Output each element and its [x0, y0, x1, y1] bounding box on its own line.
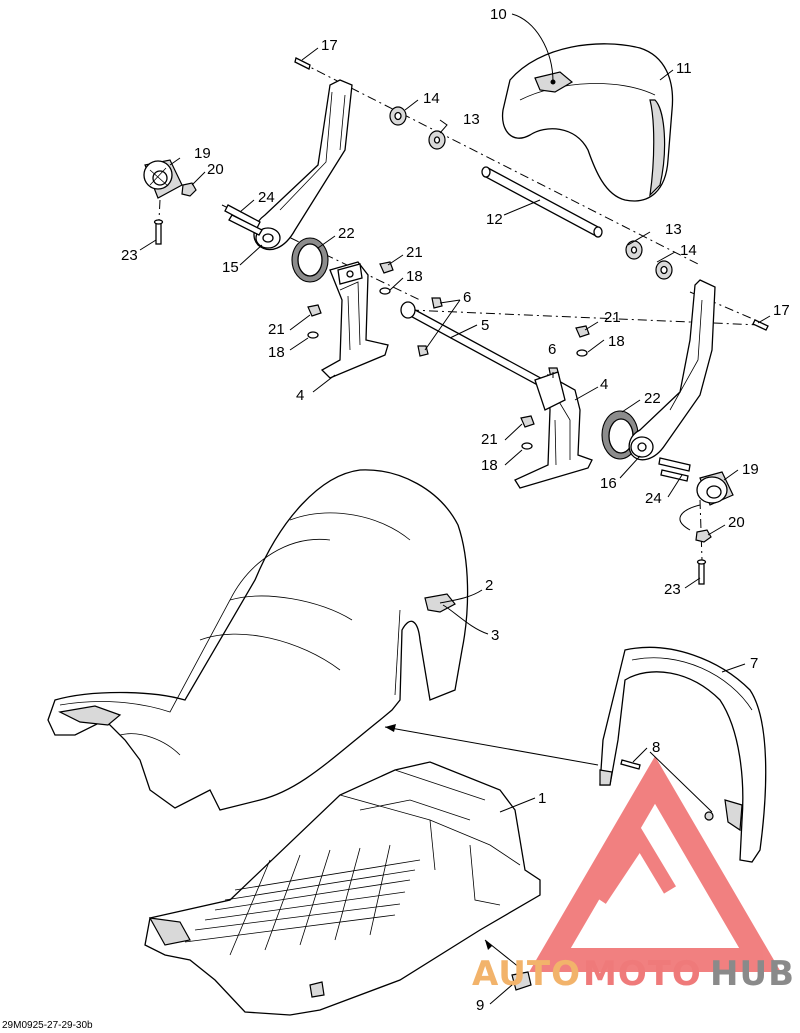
callout-18-upper: 18: [406, 268, 423, 285]
callout-21-upper: 21: [406, 244, 423, 261]
nut-21-mid: [307, 304, 322, 317]
callout-21-mid: 21: [268, 321, 285, 338]
callout-11: 11: [676, 60, 692, 77]
callout-24-right: 24: [645, 490, 662, 507]
washer-13-right: [625, 240, 643, 260]
seat-guard: [599, 646, 767, 863]
washer-18-right-lower: [521, 442, 533, 450]
spacer-14-right: [655, 260, 673, 280]
callout-22-left: 22: [338, 225, 355, 242]
clip-9: [511, 971, 532, 991]
callout-4-left: 4: [296, 387, 304, 404]
nut-21-upper: [379, 261, 394, 274]
nut-20-left: [181, 182, 197, 197]
callout-17-left: 17: [321, 37, 338, 54]
assembly-arrow-clip: [484, 939, 521, 969]
callout-23-right: 23: [664, 581, 681, 598]
washer-18-upper: [379, 287, 391, 295]
bracket-4-right: [514, 371, 593, 489]
callout-14-right: 14: [680, 242, 697, 259]
screw-23-right: [696, 559, 707, 585]
nut-21-right-upper: [575, 325, 590, 338]
seat-base-ribs: [184, 844, 421, 956]
knob-19-left: [143, 159, 183, 199]
assembly-arrow-seat: [384, 726, 599, 766]
watermark-brand-part3: HUB: [710, 954, 795, 994]
watermark-brand-part2: MOTO: [583, 954, 702, 994]
callout-10: 10: [490, 6, 507, 23]
bracket-4-left: [320, 261, 389, 379]
brand-watermark-logo: [529, 756, 781, 972]
callout-labels: 10 11 14 13 17 12 13 14 17 19 20 24 23 1…: [121, 6, 790, 1014]
bolt-17-left: [294, 57, 311, 70]
knob-19-right: [696, 471, 734, 506]
pin-24-left: [224, 204, 263, 236]
callout-13-right: 13: [665, 221, 682, 238]
callout-20-left: 20: [207, 161, 224, 178]
nut-20-right: [695, 529, 712, 543]
callout-4-right: 4: [600, 376, 608, 393]
callout-16: 16: [600, 475, 617, 492]
washer-18-right-upper: [576, 349, 588, 357]
callout-12: 12: [486, 211, 503, 228]
callout-22-right: 22: [644, 390, 661, 407]
screw-8-b: [704, 811, 714, 821]
seat-cover: [47, 469, 469, 811]
bolt-17-right: [752, 319, 769, 331]
backrest-rod-12: [481, 166, 603, 238]
nut-21-right-lower: [520, 415, 535, 428]
callout-14-left: 14: [423, 90, 440, 107]
callout-23-left: 23: [121, 247, 138, 264]
drawing-reference-code: 29M0925-27-29-30b: [2, 1020, 93, 1031]
callout-18-right-lower: 18: [481, 457, 498, 474]
callout-21-right-upper: 21: [604, 309, 621, 326]
callout-18-mid: 18: [268, 344, 285, 361]
nut-6-a: [431, 297, 443, 309]
right-backrest-arm: [628, 279, 716, 461]
callout-6-left: 6: [463, 289, 471, 306]
washer-18-mid: [307, 331, 319, 339]
washer-13-left: [428, 130, 446, 150]
seat-base: [144, 761, 541, 1016]
callout-20-right: 20: [728, 514, 745, 531]
screw-8-a: [620, 759, 641, 770]
callout-19-left: 19: [194, 145, 211, 162]
ratchet-22-left: [291, 237, 329, 283]
callout-6-right: 6: [548, 341, 556, 358]
callout-2: 2: [485, 577, 493, 594]
callout-18-right-upper: 18: [608, 333, 625, 350]
callout-24-left: 24: [258, 189, 275, 206]
spacer-14-left: [389, 106, 407, 126]
watermark-brand-part1: AUTO: [472, 954, 581, 994]
callout-13-left: 13: [463, 111, 480, 128]
callout-7: 7: [750, 655, 758, 672]
leader-lines: [139, 13, 771, 1005]
left-backrest-arm: [253, 79, 353, 251]
screw-23-left: [153, 219, 164, 245]
callout-15: 15: [222, 259, 239, 276]
callout-21-right-lower: 21: [481, 431, 498, 448]
rotation-arrow: [679, 504, 701, 531]
pin-24-right: [658, 457, 691, 482]
callout-3: 3: [491, 627, 499, 644]
callout-1: 1: [538, 790, 546, 807]
callout-19-right: 19: [742, 461, 759, 478]
callout-8: 8: [652, 739, 660, 756]
callout-5: 5: [481, 317, 489, 334]
callout-9: 9: [476, 997, 484, 1014]
callout-17-right: 17: [773, 302, 790, 319]
